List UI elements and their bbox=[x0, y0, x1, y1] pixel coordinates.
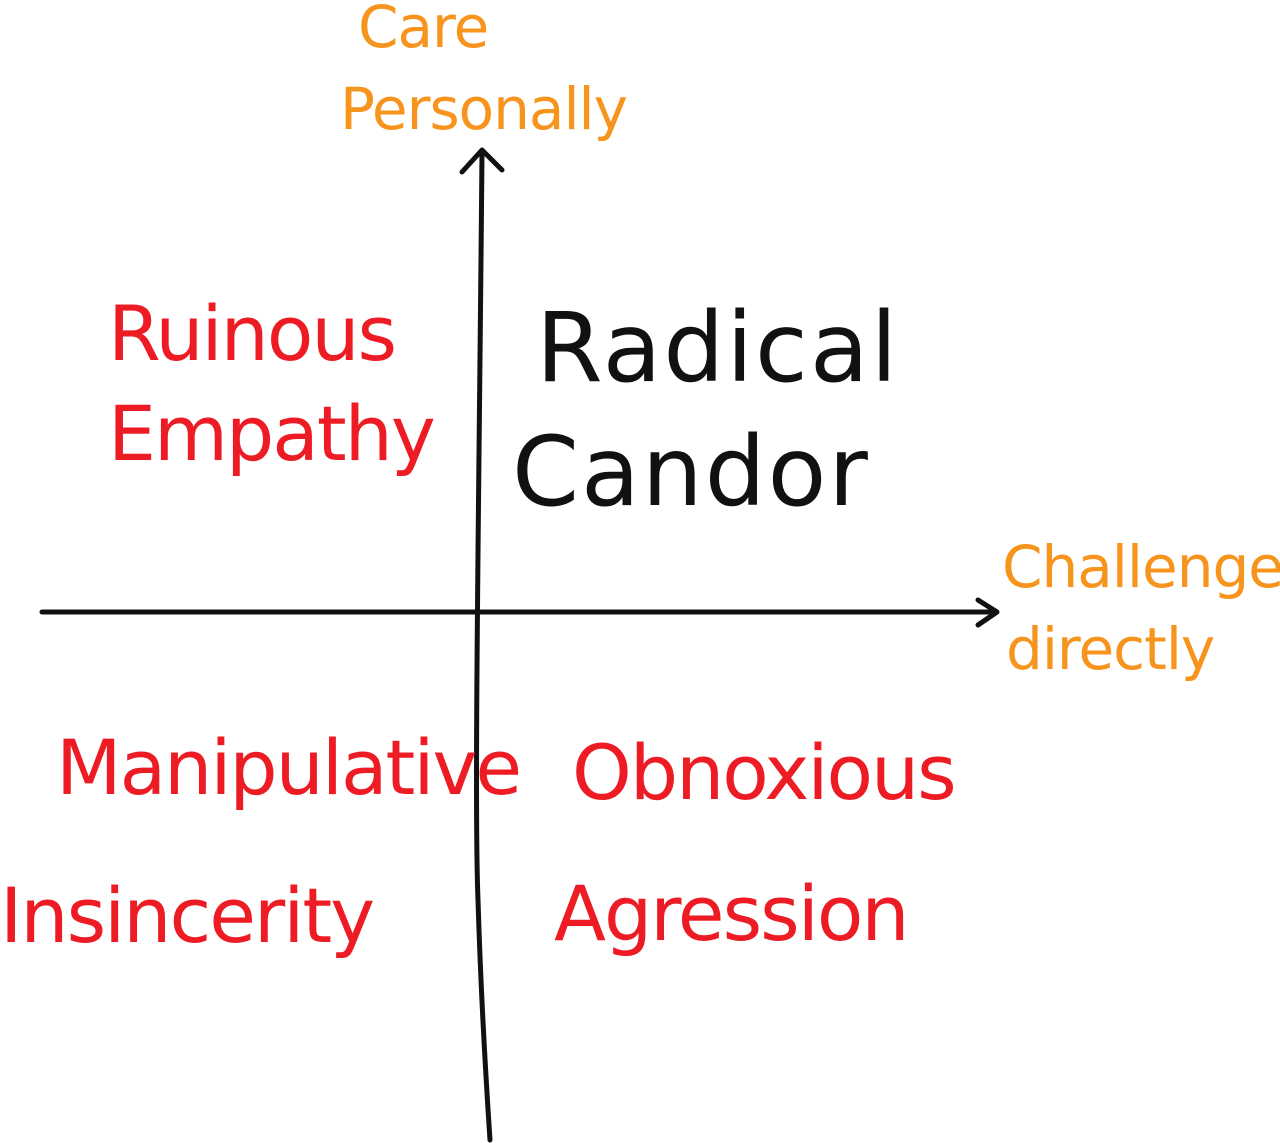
manipulative-insincerity-line1: Manipulative bbox=[56, 723, 522, 812]
obnoxious-aggression-line2: Agression bbox=[554, 869, 910, 958]
ruinous-empathy-line1: Ruinous bbox=[108, 289, 397, 378]
obnoxious-aggression-line1: Obnoxious bbox=[572, 728, 957, 817]
radical-candor-line2: Candor bbox=[512, 416, 870, 528]
x-axis-arrowhead bbox=[975, 597, 1000, 628]
radical-candor-line1: Radical bbox=[536, 292, 900, 404]
x-axis-label-line2: directly bbox=[1006, 615, 1215, 683]
x-axis-label-line1: Challenge bbox=[1002, 533, 1280, 601]
ruinous-empathy-line2: Empathy bbox=[108, 389, 436, 478]
y-axis-arrowhead bbox=[459, 147, 505, 175]
manipulative-insincerity-line2: Insincerity bbox=[0, 871, 375, 960]
y-axis-label-line1: Care bbox=[358, 0, 489, 61]
y-axis-line bbox=[474, 149, 493, 1143]
y-axis-label-line2: Personally bbox=[340, 75, 628, 143]
